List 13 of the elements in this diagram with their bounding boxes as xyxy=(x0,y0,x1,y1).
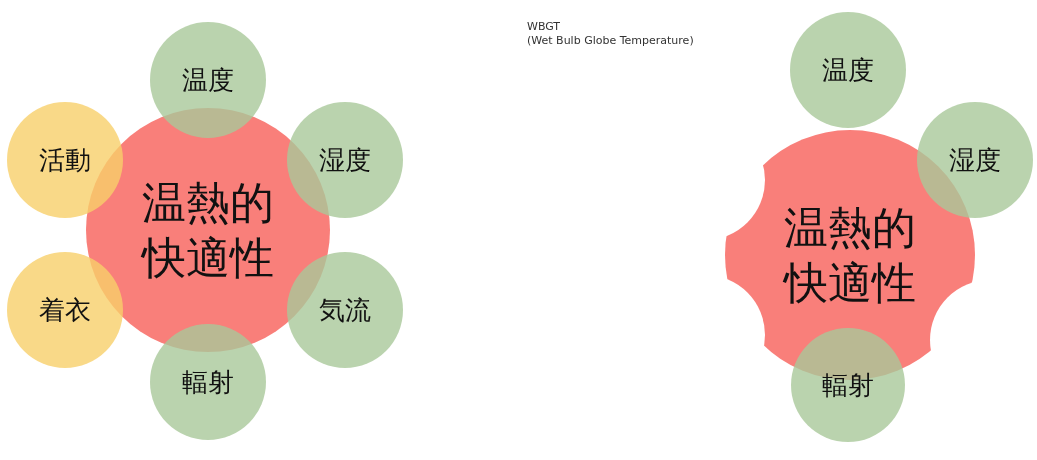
circle-label: 温熱的快適性 xyxy=(140,176,275,285)
note-text: WBGT xyxy=(527,20,561,33)
circle-label: 輻射 xyxy=(182,365,234,399)
circle-label: 活動 xyxy=(39,143,91,177)
note-text: (Wet Bulb Globe Temperature) xyxy=(527,34,694,47)
circle-label: 温度 xyxy=(182,63,234,97)
circle-label: 温熱的快適性 xyxy=(782,201,917,310)
circle-label: 気流 xyxy=(319,293,371,327)
circle-label: 湿度 xyxy=(319,143,371,177)
circle-label: 輻射 xyxy=(822,368,874,402)
circle-label: 着衣 xyxy=(39,293,91,327)
circle-label: 温度 xyxy=(822,53,874,87)
circle-label: 湿度 xyxy=(949,143,1001,177)
